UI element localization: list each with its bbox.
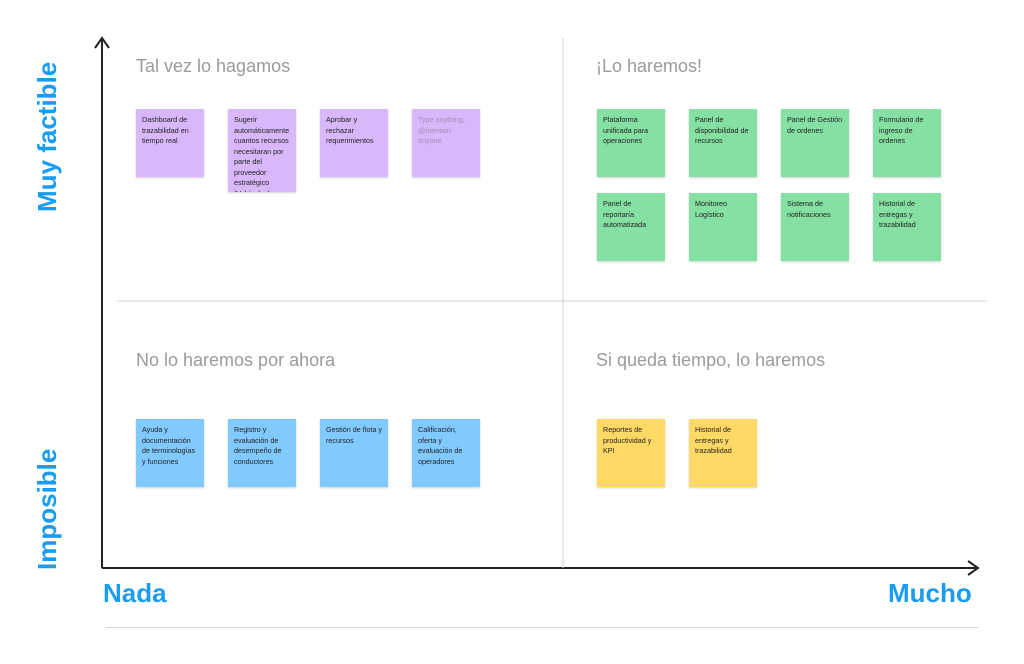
sticky-note[interactable]: Calificación, oferta y evaluación de ope…: [412, 419, 480, 487]
sticky-note[interactable]: Formulario de ingreso de ordenes: [873, 109, 941, 177]
sticky-note[interactable]: Registro y evaluación de desempeño de co…: [228, 419, 296, 487]
sticky-note[interactable]: Sugerir automáticamente cuantos recursos…: [228, 109, 296, 192]
y-axis-top-label: Muy factible: [32, 61, 62, 212]
sticky-note[interactable]: Historial de entregas y trazabilidad: [873, 193, 941, 261]
x-axis-arrow-icon: [967, 560, 980, 576]
x-axis-right-label: Mucho: [888, 578, 972, 608]
sticky-note[interactable]: Ayuda y documentación de terminologías y…: [136, 419, 204, 487]
bottom-divider: [106, 627, 978, 628]
sticky-note-placeholder[interactable]: Type anything, @mention anyone: [412, 109, 480, 177]
quadrant-title-top-right: ¡Lo haremos!: [596, 56, 703, 76]
sticky-note[interactable]: Plataforma unificada para operaciones: [597, 109, 665, 177]
sticky-note[interactable]: Panel de disponibilidad de recursos: [689, 109, 757, 177]
y-axis-bottom-label: Imposible: [32, 448, 62, 570]
sticky-note[interactable]: Sistema de notificaciones: [781, 193, 849, 261]
quadrant-title-bottom-left: No lo haremos por ahora: [136, 350, 336, 370]
sticky-note[interactable]: Historial de entregas y trazabilidad: [689, 419, 757, 487]
quadrant-title-top-left: Tal vez lo hagamos: [136, 56, 291, 76]
sticky-note[interactable]: Panel de Gestión de ordenes: [781, 109, 849, 177]
sticky-note[interactable]: Panel de reportaría automatizada: [597, 193, 665, 261]
sticky-note[interactable]: Aprobar y rechazar requerimientos: [320, 109, 388, 177]
sticky-note[interactable]: Gestión de flota y recursos: [320, 419, 388, 487]
sticky-note[interactable]: Dashboard de trazabilidad en tiempo real: [136, 109, 204, 177]
sticky-note[interactable]: Reportes de productividad y KPI: [597, 419, 665, 487]
sticky-note[interactable]: Monitoreo Logístico: [689, 193, 757, 261]
quadrant-title-bottom-right: Si queda tiempo, lo haremos: [596, 350, 826, 370]
x-axis-left-label: Nada: [103, 578, 167, 608]
y-axis-arrow-icon: [94, 36, 110, 49]
